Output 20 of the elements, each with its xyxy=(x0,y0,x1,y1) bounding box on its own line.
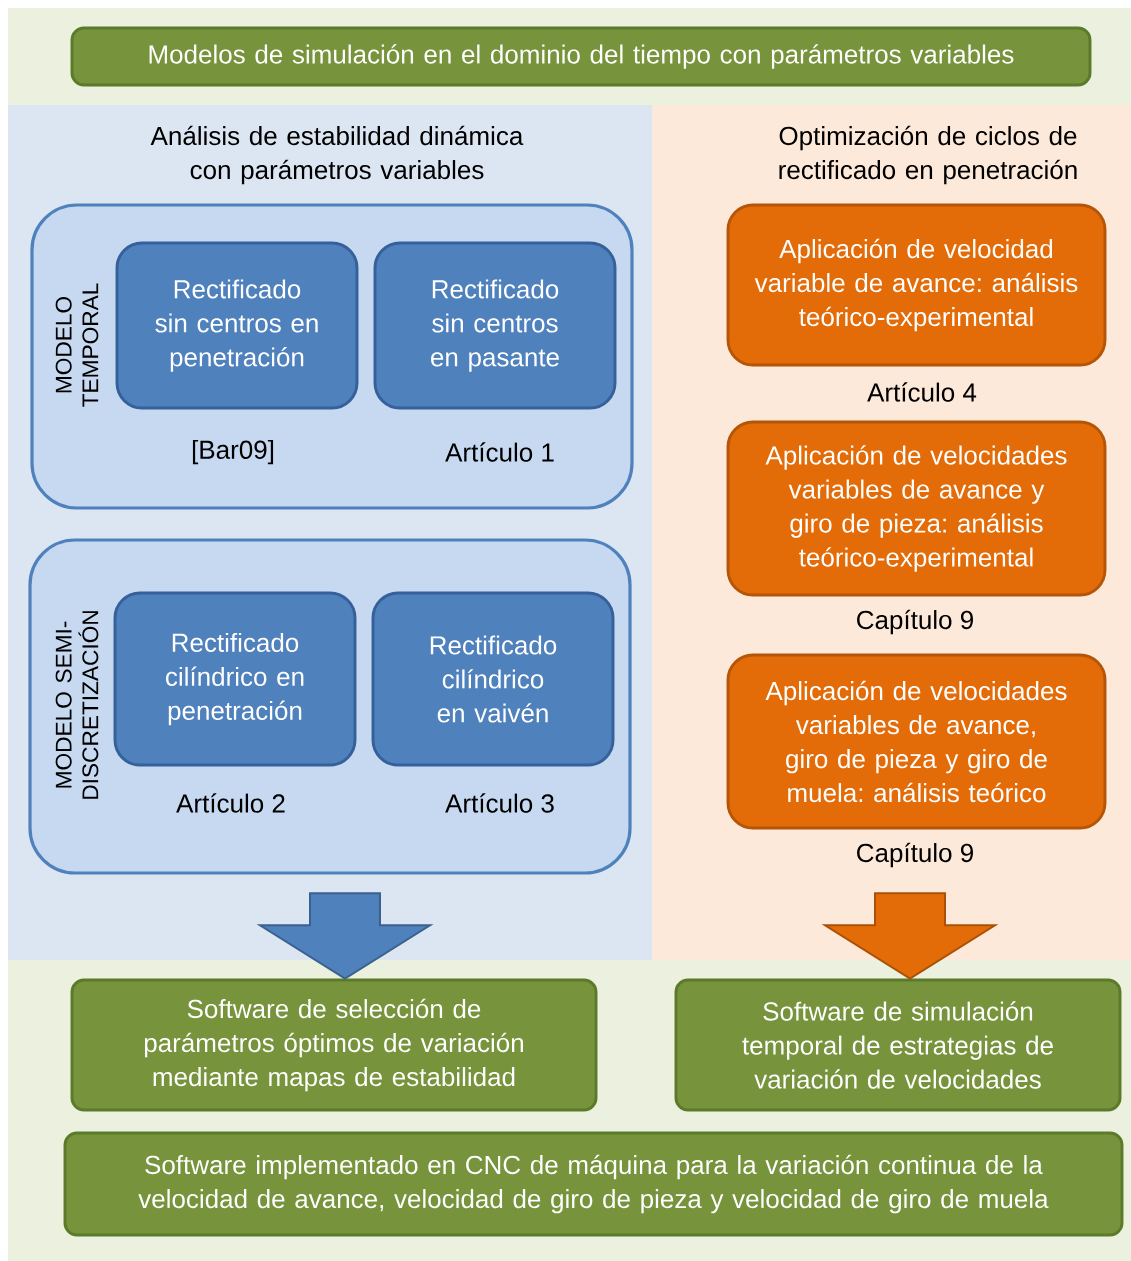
process-box: Aplicación de velocidades variables de avance y giro de pieza: análisis teórico-experimental xyxy=(726,420,1107,597)
caption-label: Artículo 2 xyxy=(176,793,285,813)
process-box: Software de simulación temporal de estrategias de variación de velocidades xyxy=(674,978,1122,1112)
process-box: Rectificado cilíndrico en penetración xyxy=(113,591,357,767)
process-box: Rectificado sin centros en penetración xyxy=(115,241,359,410)
caption-label: Artículo 4 xyxy=(867,382,977,402)
block-arrow xyxy=(256,892,434,980)
process-box: Rectificado sin centros en pasante xyxy=(373,241,617,410)
process-box: Software implementado en CNC de máquina para la variación continua de la velocidad de avance, velocidad de giro de pieza y velocidad de giro de muela xyxy=(63,1131,1124,1237)
process-box: Aplicación de velocidades variables de avance, giro de pieza y giro de muela: análisis teórico xyxy=(726,653,1107,830)
title-box: Modelos de simulación en el dominio del tiempo con parámetros variables xyxy=(70,26,1092,87)
block-arrow xyxy=(821,892,999,980)
caption-label: Artículo 1 xyxy=(445,442,554,462)
process-box: Software de selección de parámetros óptimos de variación mediante mapas de estabilidad xyxy=(70,978,598,1112)
caption-label: [Bar09] xyxy=(192,439,274,465)
caption-label: Capítulo 9 xyxy=(857,842,973,868)
process-box: Aplicación de velocidad variable de avance: análisis teórico-experimental xyxy=(726,203,1107,367)
caption-label: Capítulo 9 xyxy=(857,609,973,635)
caption-label: Artículo 3 xyxy=(445,793,554,813)
process-box: Rectificado cilíndrico en vaivén xyxy=(371,591,615,767)
